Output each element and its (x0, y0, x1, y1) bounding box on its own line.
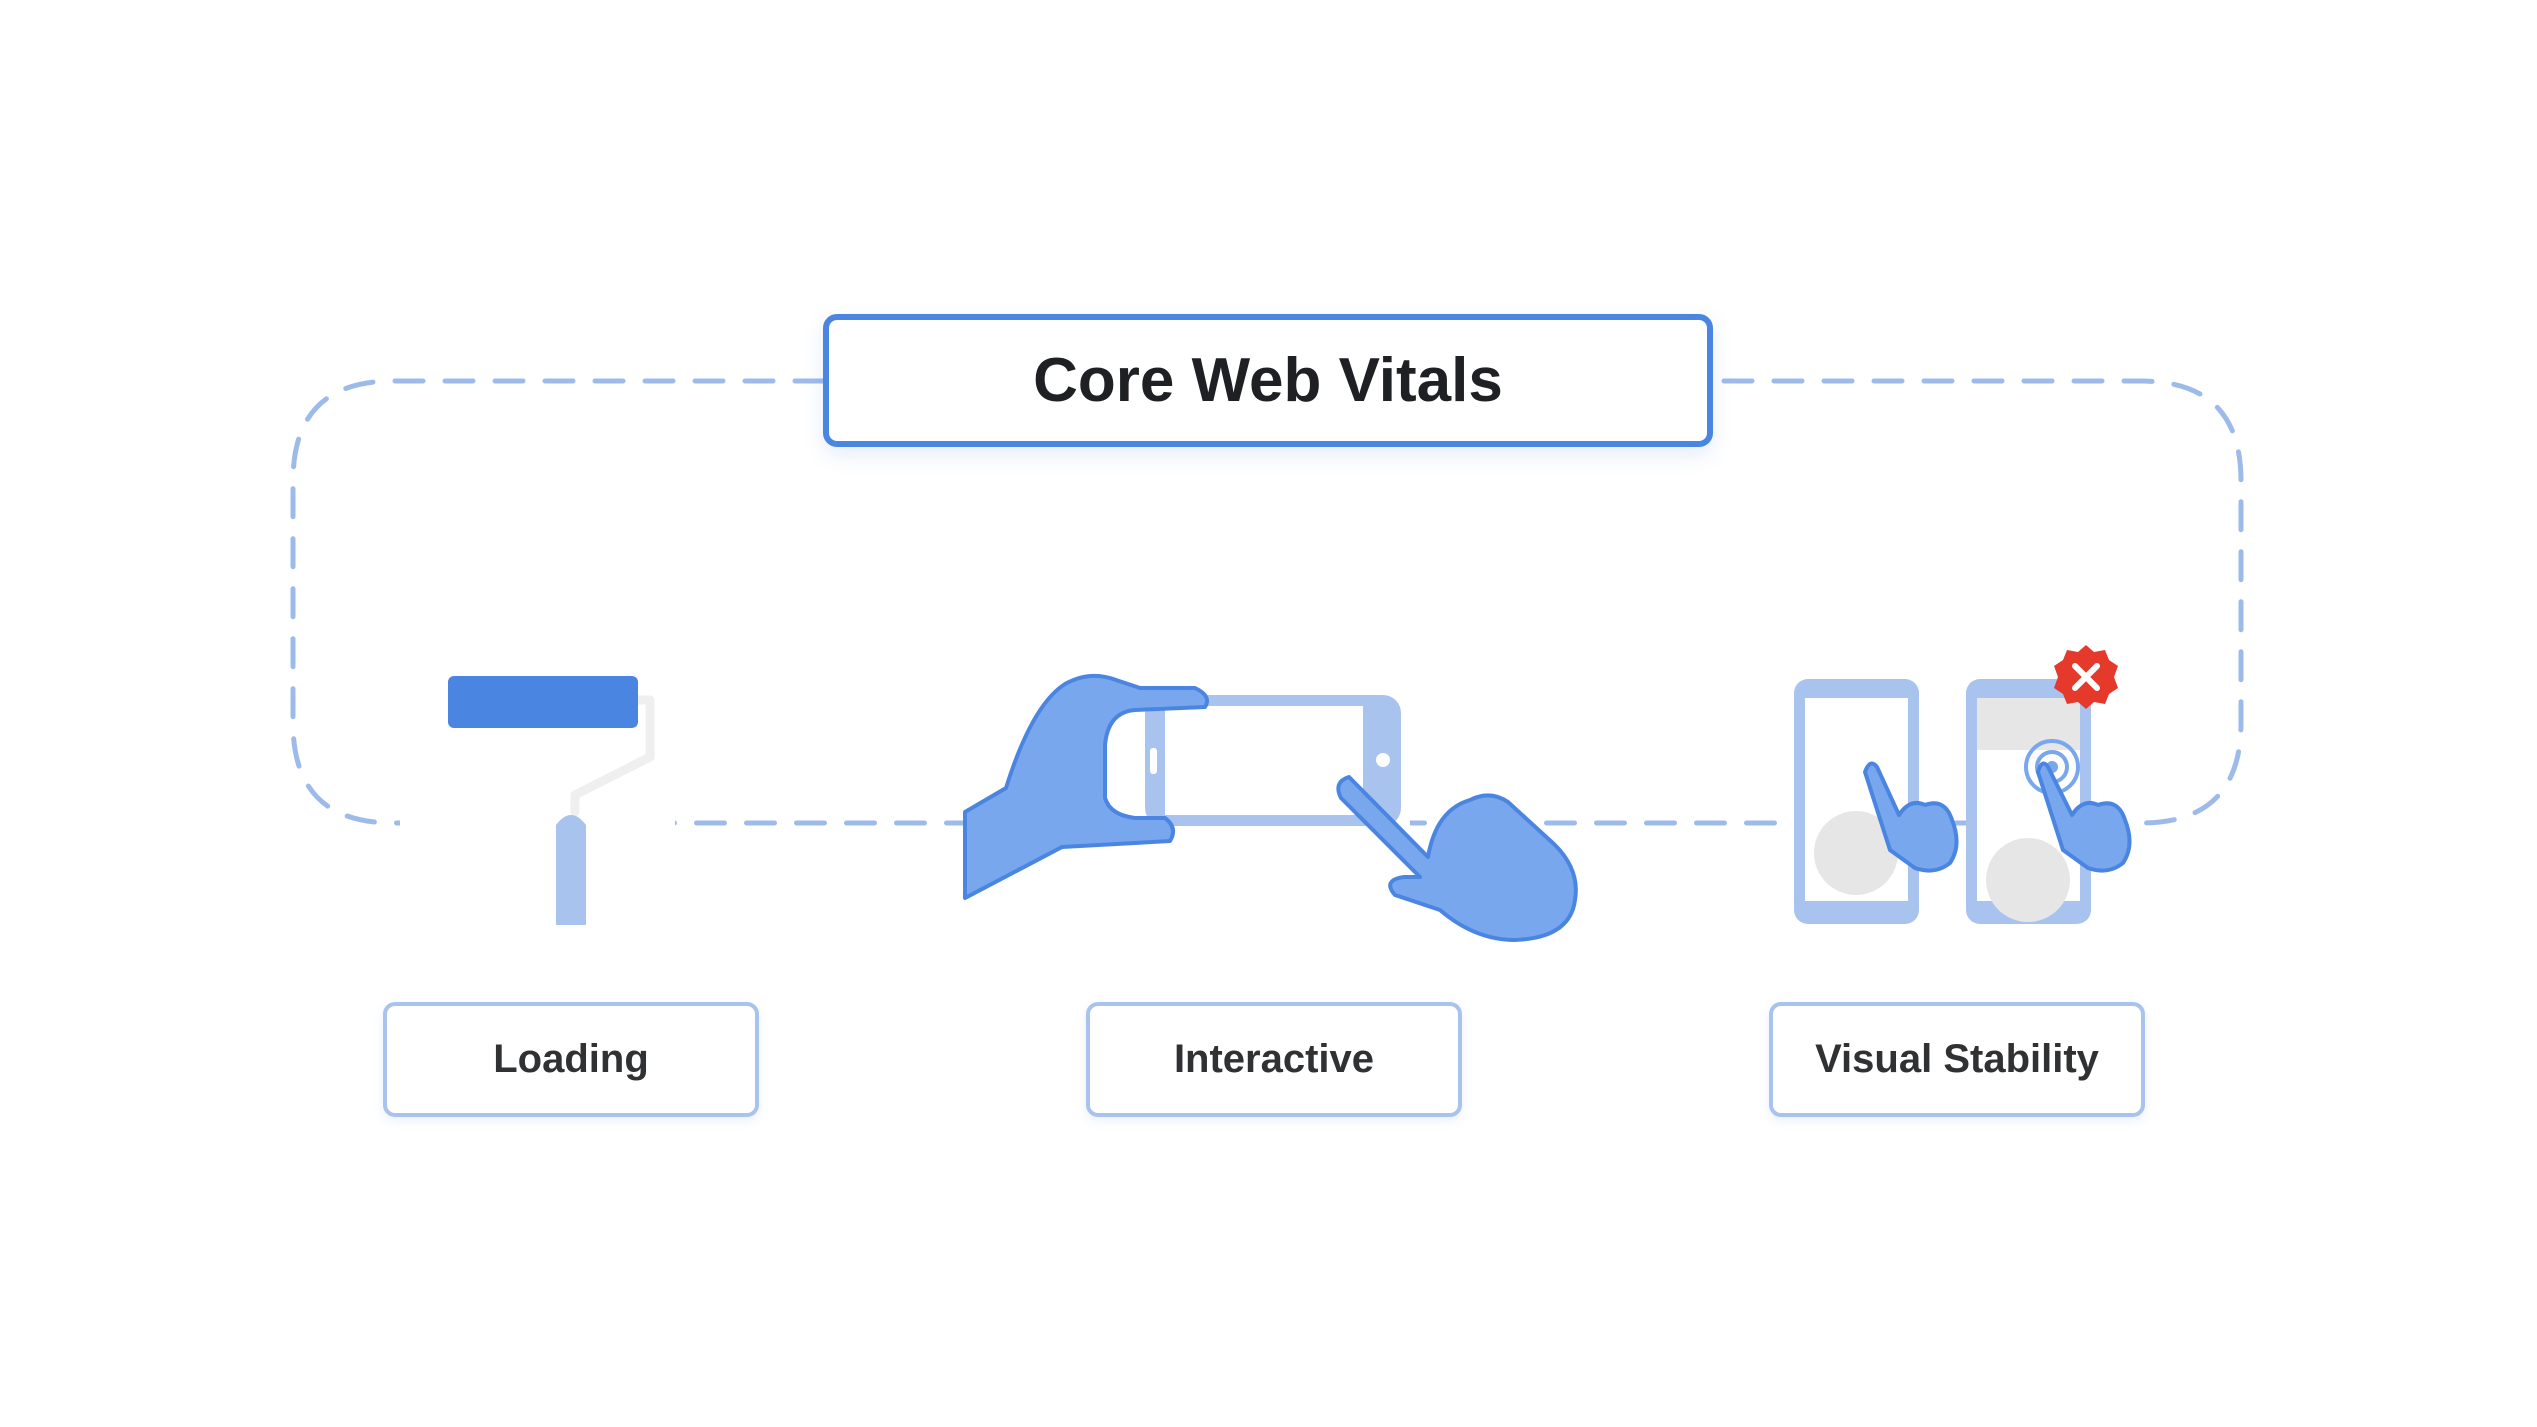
diagram-title: Core Web Vitals (823, 314, 1713, 447)
paint-roller-icon (400, 676, 675, 925)
category-label-visual-stability: Visual Stability (1769, 1002, 2145, 1117)
error-badge-icon (2054, 645, 2118, 709)
hand-tapping-phone-icon (963, 673, 1578, 942)
category-label-loading: Loading (383, 1002, 759, 1117)
layout-shift-phones-icon (1794, 645, 2132, 924)
category-label-interactive: Interactive (1086, 1002, 1462, 1117)
